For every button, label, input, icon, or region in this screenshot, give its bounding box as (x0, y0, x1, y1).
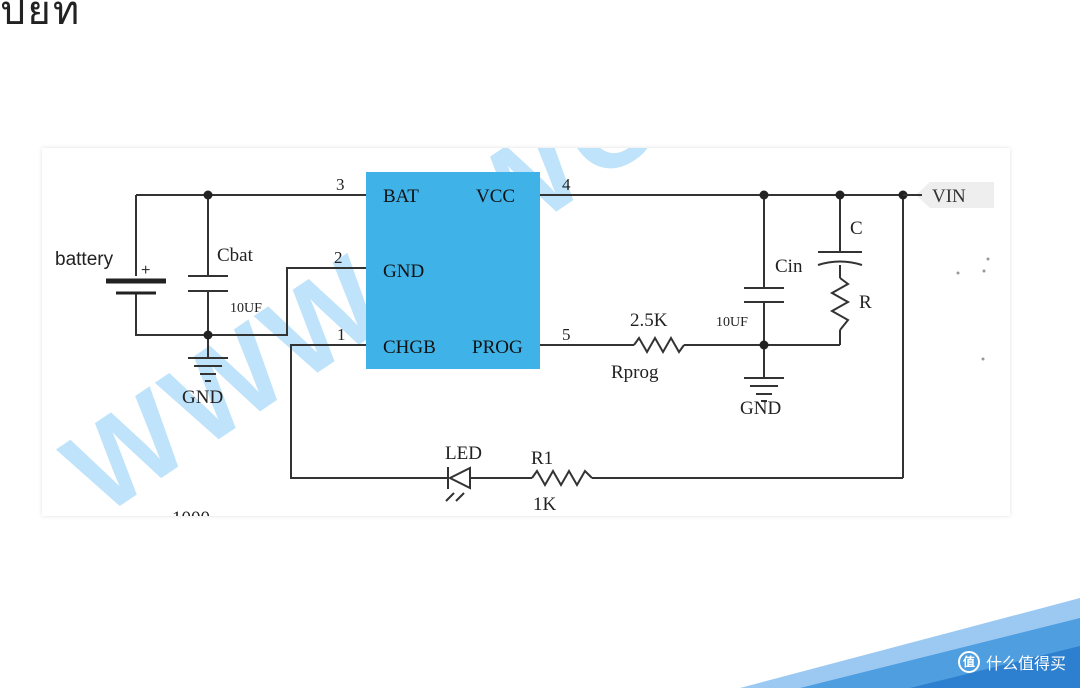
charger-ic (366, 172, 540, 369)
led-symbol (445, 466, 471, 502)
rprog-value: 2.5K (630, 310, 668, 331)
pin-number-prog: 5 (562, 325, 571, 344)
bottom-cut-text: 1000 (172, 508, 210, 516)
cbat-value: 10UF (230, 301, 262, 316)
cbat-capacitor (188, 275, 228, 292)
source-attribution: 值 什么值得买 (957, 650, 1066, 674)
pin-number-bat: 3 (336, 175, 345, 194)
corner-decoration (740, 598, 1080, 688)
schematic-figure: WWW.PWCT (42, 148, 1010, 516)
battery-label: battery (55, 249, 114, 270)
pin-number-gnd: 2 (334, 248, 343, 267)
ground-left-symbol (188, 357, 228, 382)
r1-value: 1K (533, 494, 557, 515)
junction-dots (203, 190, 908, 350)
gnd-right-label: GND (740, 398, 781, 419)
site-logo-icon: 值 (957, 651, 980, 673)
rprog-resistor (633, 335, 685, 355)
cin-label: Cin (775, 256, 803, 277)
cin-capacitor (744, 287, 784, 303)
circuit-schematic: WWW.PWCT (42, 148, 994, 516)
pin-number-vcc: 4 (562, 175, 571, 194)
led-label: LED (445, 443, 482, 464)
c-capacitor (817, 251, 863, 266)
pin-label-gnd: GND (383, 261, 424, 282)
r1-label: R1 (531, 448, 553, 469)
pin-label-prog: PROG (472, 337, 523, 358)
pin-label-vcc: VCC (476, 186, 515, 207)
battery-plus: + (141, 262, 150, 279)
site-name: 什么值得买 (985, 654, 1066, 673)
pin-label-chgb: CHGB (383, 337, 436, 358)
header-text-fragment: ปยท (0, 0, 82, 34)
battery-symbol (106, 276, 166, 295)
pin-label-bat: BAT (383, 186, 419, 207)
r-resistor (829, 277, 851, 331)
stray-marks (956, 257, 990, 361)
c-label: C (850, 218, 863, 239)
vin-label: VIN (932, 186, 966, 207)
r-label: R (859, 292, 872, 313)
cbat-label: Cbat (217, 245, 254, 266)
vin-tag (916, 182, 994, 208)
cin-value: 10UF (716, 315, 748, 330)
pin-number-chgb: 1 (337, 325, 346, 344)
gnd-left-label: GND (182, 387, 223, 408)
ground-right-symbol (744, 377, 784, 402)
r1-resistor (531, 468, 593, 488)
rprog-label: Rprog (611, 362, 659, 383)
